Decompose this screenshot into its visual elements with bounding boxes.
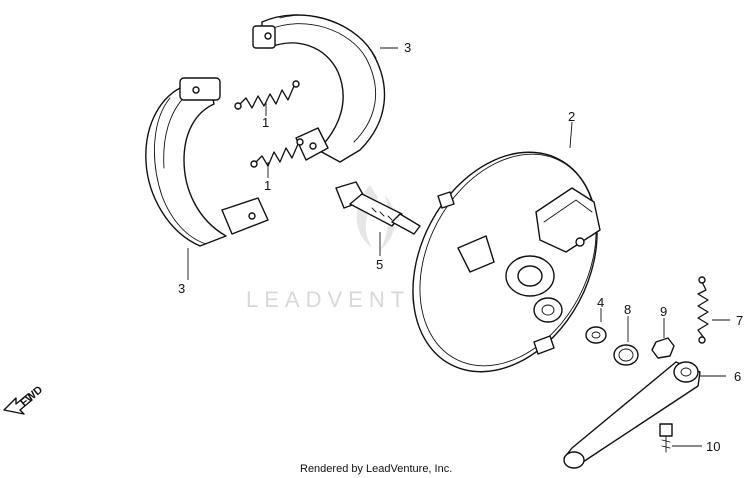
- callout-spring-lower: 1: [264, 178, 271, 193]
- callout-cam: 5: [376, 257, 383, 272]
- arm-bolt[interactable]: [659, 423, 673, 453]
- fwd-indicator: FWD: [3, 384, 45, 415]
- return-spring[interactable]: [697, 276, 709, 344]
- fwd-label: FWD: [18, 384, 45, 409]
- callout-shoe-upper: 3: [404, 40, 411, 55]
- spring-upper[interactable]: [234, 80, 300, 110]
- render-credit: Rendered by LeadVenture, Inc.: [300, 463, 452, 475]
- brake-panel[interactable]: [376, 120, 633, 404]
- callout-washer-small: 4: [597, 295, 604, 310]
- callout-washer-large: 8: [624, 302, 631, 317]
- washer-large[interactable]: [613, 344, 639, 366]
- callout-return-spring: 7: [736, 313, 743, 328]
- washer-small[interactable]: [585, 326, 607, 344]
- leader-lines: [187, 47, 730, 447]
- lock-nut[interactable]: [651, 337, 675, 359]
- brake-shoe-lower[interactable]: [145, 77, 269, 247]
- brake-cam[interactable]: [335, 181, 421, 235]
- callout-spring-upper: 1: [262, 115, 269, 130]
- callout-bolt: 10: [706, 439, 720, 454]
- callout-nut: 9: [660, 304, 667, 319]
- callout-panel: 2: [568, 109, 575, 124]
- fwd-arrow-icon: [3, 393, 33, 415]
- spring-lower[interactable]: [250, 138, 304, 168]
- callout-arm: 6: [734, 369, 741, 384]
- brake-shoe-upper[interactable]: [252, 14, 386, 163]
- brake-arm[interactable]: [563, 361, 701, 469]
- callout-shoe-lower: 3: [178, 281, 185, 296]
